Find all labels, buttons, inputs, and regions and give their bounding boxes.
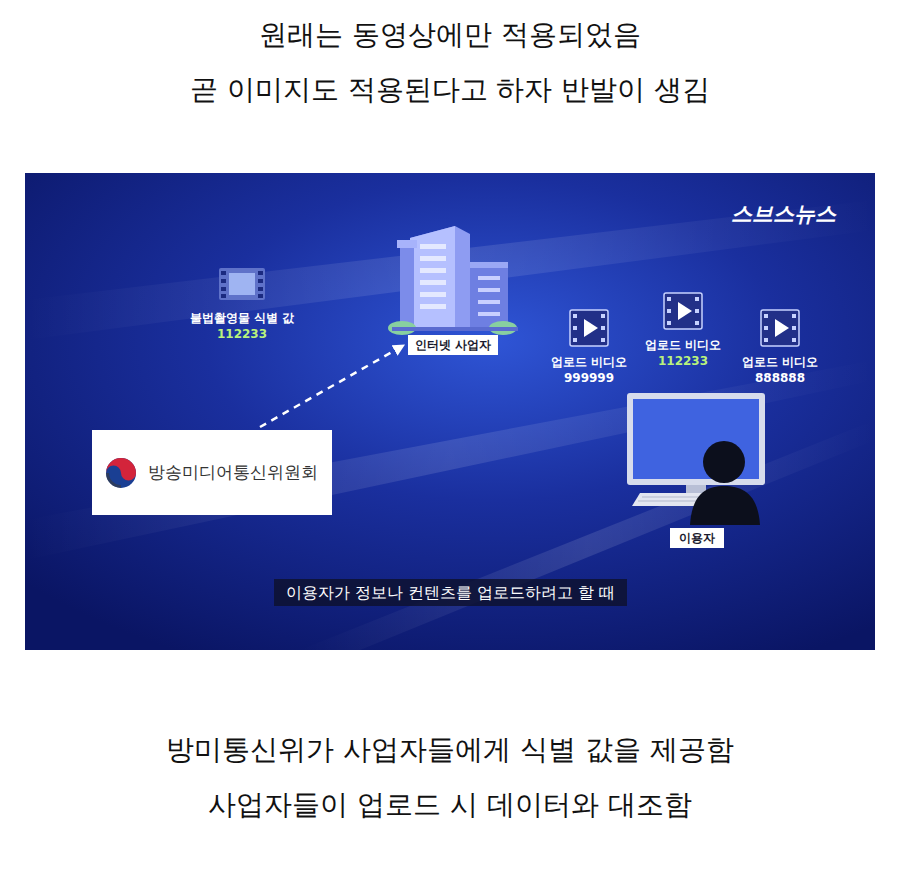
node-text: 방송미디어통신위원회 [148,462,318,482]
channel-logo: 스브스뉴스 [731,202,836,227]
hash-value: 888888 [755,371,805,385]
label-box: 이용자 [670,528,724,548]
light-rays [25,200,875,650]
user-figure [690,441,760,525]
node-text: 인터넷 사업자 [415,338,491,352]
subtitle-box: 이용자가 정보나 컨텐츠를 업로드하려고 할 때 [274,579,627,606]
organization-box: 방송미디어통신위원회 [92,430,332,515]
video-icon [664,293,702,329]
icon-label: 불법촬영물 식별 값 [190,311,294,325]
computer-icon [627,393,765,506]
node-text: 이용자 [679,531,715,545]
heading-line: 원래는 동영상에만 적용되었음 [259,18,641,52]
label-box: 인터넷 사업자 [408,335,498,355]
dashed-arrow [260,345,404,427]
video-icon [761,310,799,346]
building-icon [388,226,518,335]
emblem-icon [104,456,138,490]
caption-line: 방미통신위가 사업자들에게 식별 값을 제공함 [166,733,734,767]
heading-line: 곧 이미지도 적용된다고 하자 반발이 생김 [190,73,711,107]
hash-value: 112233 [217,327,267,341]
node-text: 이용자가 정보나 컨텐츠를 업로드하려고 할 때 [286,583,615,602]
video-panel [25,173,875,650]
hash-value: 999999 [564,371,614,385]
video-label: 업로드 비디오 [742,355,818,369]
hash-value: 112233 [658,354,708,368]
caption-line: 사업자들이 업로드 시 데이터와 대조함 [208,788,692,822]
video-label: 업로드 비디오 [645,338,721,352]
film-icon [219,268,265,300]
video-label: 업로드 비디오 [551,355,627,369]
video-icon [570,310,608,346]
